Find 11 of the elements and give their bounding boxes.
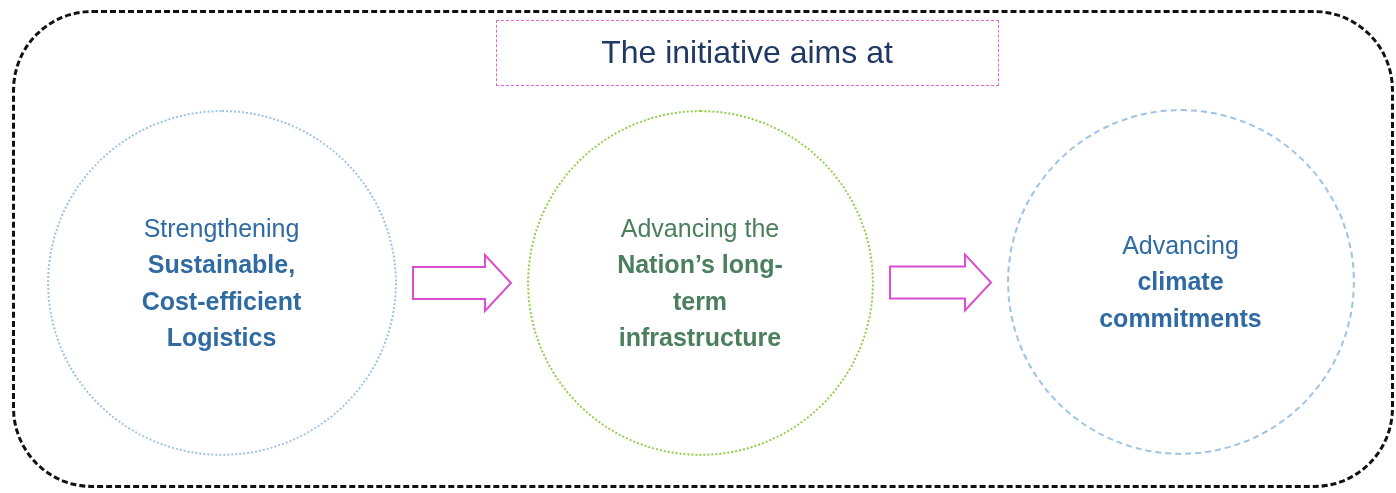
goal-circle: [46, 109, 397, 456]
goal-text: Advancing the Nation’s long-term infrastructure: [616, 213, 784, 353]
title-text: The initiative aims at: [601, 34, 893, 71]
title-box: [495, 19, 999, 86]
block-arrow: [412, 252, 513, 314]
block-arrow: [889, 251, 993, 314]
goal-circle: [1006, 108, 1355, 455]
goal-circle: [526, 109, 874, 456]
goal-text: Strengthening Sustainable, Cost-efficient Logistics: [140, 213, 303, 353]
goal-text: Advancing climate commitments: [1098, 230, 1263, 334]
dashed-frame: [12, 10, 1394, 488]
